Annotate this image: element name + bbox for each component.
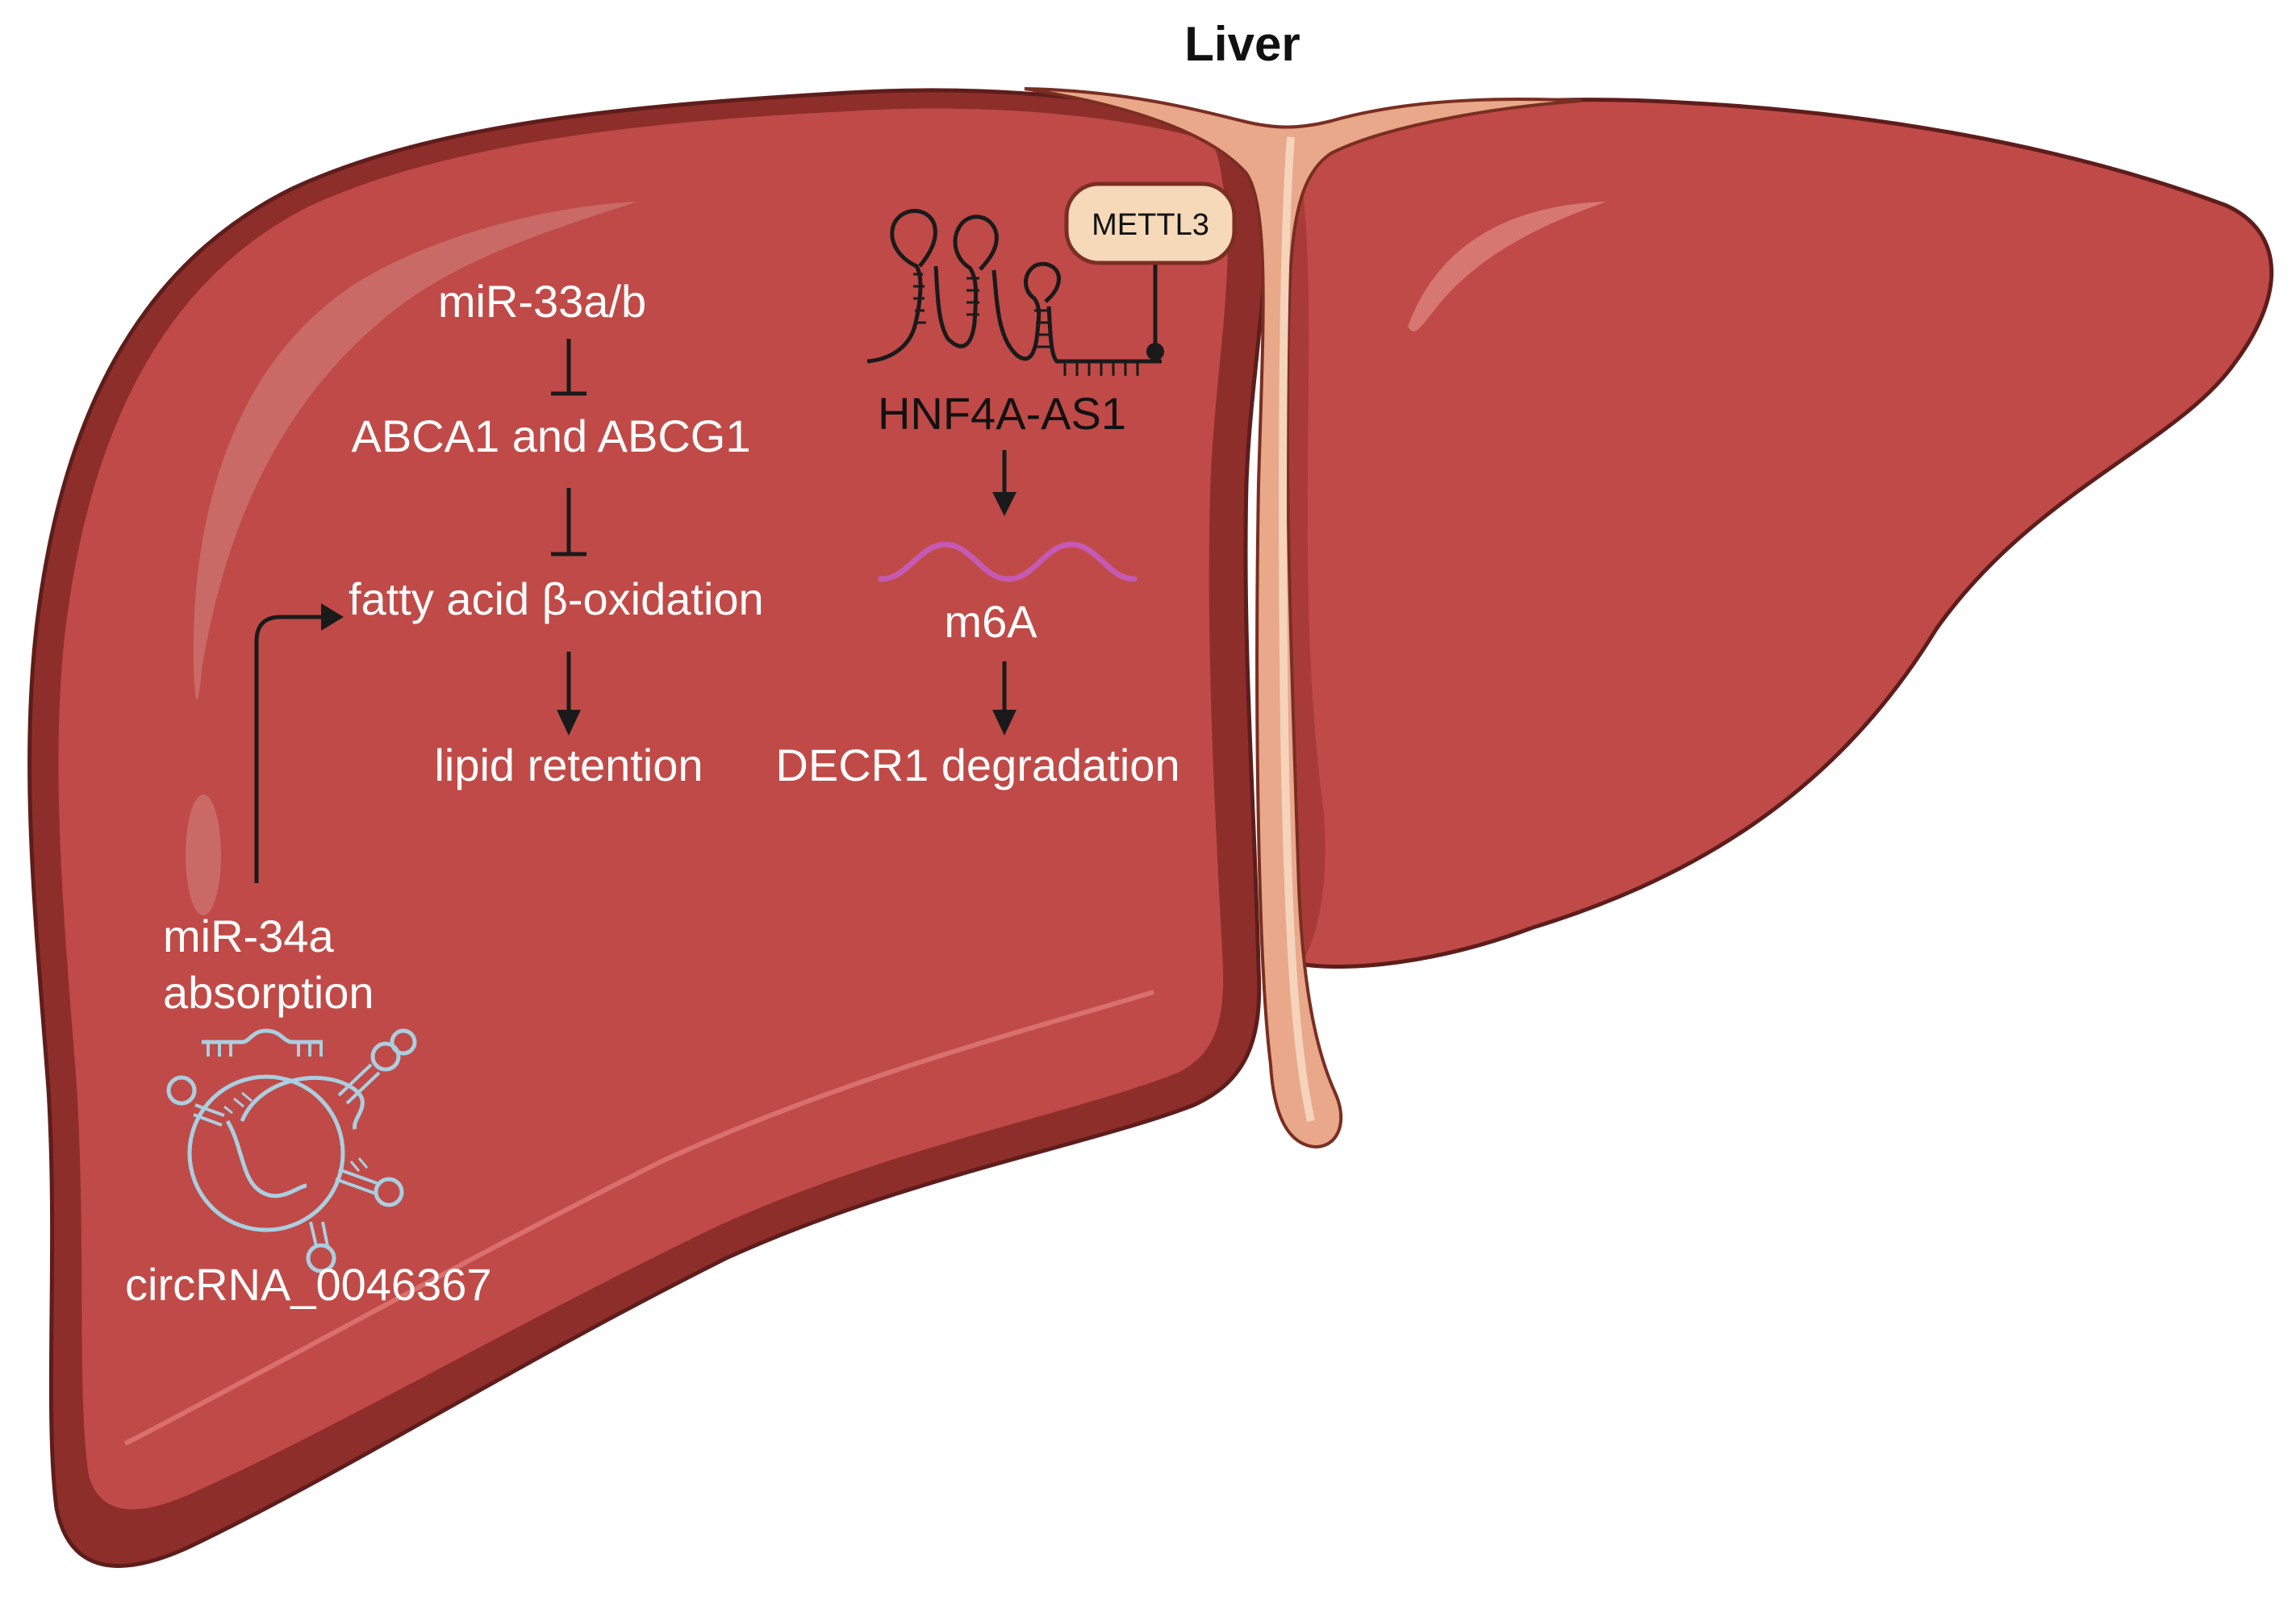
left-lobe-highlight [193, 202, 637, 700]
left-lobe-edge [123, 990, 1154, 1446]
hnf-label: HNF4A-AS1 [878, 388, 1126, 439]
diagram-title: Liver [1184, 17, 1300, 71]
activation-arrow-mir34 [254, 603, 344, 883]
fao-label: fatty acid β-oxidation [349, 573, 764, 624]
arrow-head-hnf-m6a [992, 492, 1017, 516]
right-lobe [1267, 98, 2274, 969]
abca-label: ABCA1 and ABCG1 [352, 411, 751, 461]
m6a-wave [878, 541, 1138, 582]
left-lobe-highlight-small [186, 794, 221, 915]
m6a-label: m6A [944, 596, 1037, 647]
ligament [1024, 87, 1582, 1149]
circrna-group: miR-34a absorption circRNA_0046367 [125, 911, 491, 1310]
decr-label: DECR1 degradation [775, 740, 1179, 790]
left-pathway: miR-33a/b ABCA1 and ABCG1 fatty acid β-o… [349, 276, 764, 790]
lncrna-icon [866, 209, 1162, 376]
arrow-head-m6a-decr [992, 710, 1017, 736]
activation-arrow-head [321, 603, 344, 631]
mir34-label-line1: miR-34a [163, 911, 334, 961]
mettl3-box [1064, 181, 1237, 265]
arrow-head-fao-lipid [557, 710, 581, 736]
circrna-name: circRNA_0046367 [125, 1259, 491, 1310]
liver-illustration [27, 87, 2274, 1569]
left-lobe [58, 108, 1228, 1510]
mirna-icon [202, 1028, 323, 1057]
mettl3-connector-dot [1146, 343, 1164, 361]
right-lobe-highlight [1408, 202, 1605, 331]
mir33-label: miR-33a/b [438, 276, 646, 327]
ligament-center-line [1279, 136, 1315, 1123]
mettl3-label: METTL3 [1092, 208, 1209, 242]
lipid-label: lipid retention [434, 740, 703, 790]
circrna-icon [166, 1028, 417, 1274]
right-pathway: METTL3 HNF4A-AS1 m6A DECR1 degradation [775, 181, 1237, 790]
mir34-label-line2: absorption [163, 967, 374, 1018]
